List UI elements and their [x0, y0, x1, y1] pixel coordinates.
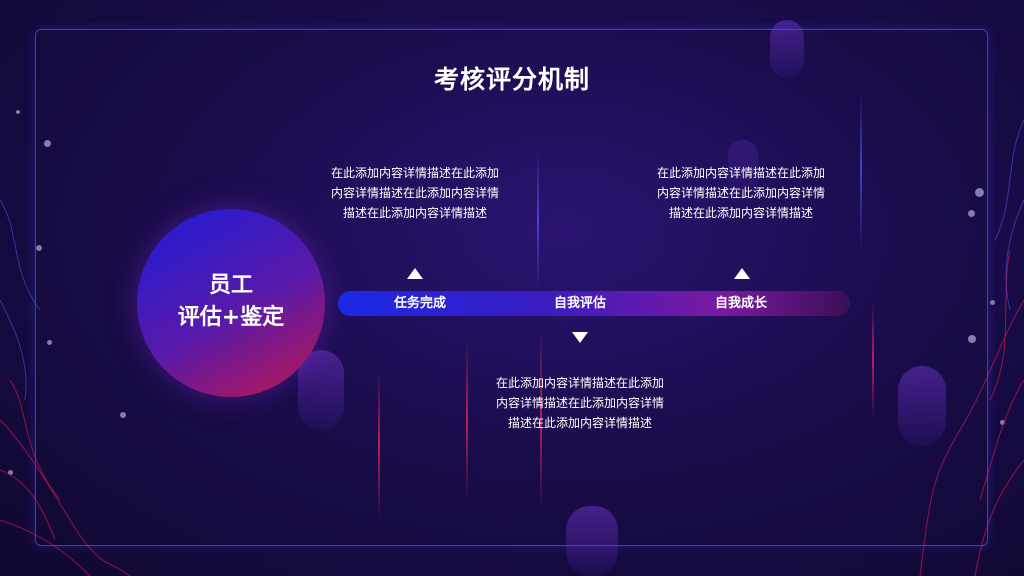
center-line-2: 评估+鉴定: [177, 305, 285, 330]
decor-streak: [860, 90, 862, 250]
center-line-1: 员工: [208, 273, 253, 298]
stage-description-1: 在此添加内容详情描述在此添加内容详情描述在此添加内容详情描述在此添加内容详情描述: [330, 166, 499, 220]
center-circle: [137, 209, 325, 397]
decor-capsule: [728, 140, 758, 200]
decor-dot: [44, 140, 51, 147]
decor-dot: [36, 245, 42, 251]
decor-capsule: [898, 366, 946, 446]
decor-capsule: [566, 506, 618, 576]
process-bar: [338, 291, 850, 316]
decor-dot: [120, 412, 126, 418]
stage-description-2: 在此添加内容详情描述在此添加内容详情描述在此添加内容详情描述在此添加内容详情描述: [495, 376, 664, 430]
decor-streak: [466, 340, 468, 500]
stage-label-3: 自我成长: [714, 296, 767, 311]
decor-streak: [872, 300, 874, 420]
decor-dot: [968, 335, 976, 343]
decor-streak: [540, 330, 542, 510]
decor-dot: [47, 340, 52, 345]
decor-capsule: [298, 350, 344, 430]
arrow-down-icon: [572, 332, 588, 343]
decor-dot: [990, 300, 995, 305]
page-title: 考核评分机制: [433, 65, 590, 94]
stage-label-2: 自我评估: [553, 296, 606, 311]
content-frame: [35, 29, 988, 546]
arrow-up-icon: [734, 268, 750, 279]
decor-dot: [16, 110, 20, 114]
decor-dot: [8, 470, 13, 475]
decor-dot: [975, 188, 984, 197]
decor-dot: [968, 210, 975, 217]
center-circle-label: 员工 评估+鉴定: [137, 270, 325, 334]
decor-streak: [537, 150, 539, 290]
decor-streak: [378, 370, 380, 520]
decor-dot: [1000, 420, 1005, 425]
arrow-up-icon: [407, 268, 423, 279]
stage-label-1: 任务完成: [393, 296, 446, 311]
stage-description-3: 在此添加内容详情描述在此添加内容详情描述在此添加内容详情描述在此添加内容详情描述: [656, 166, 825, 220]
